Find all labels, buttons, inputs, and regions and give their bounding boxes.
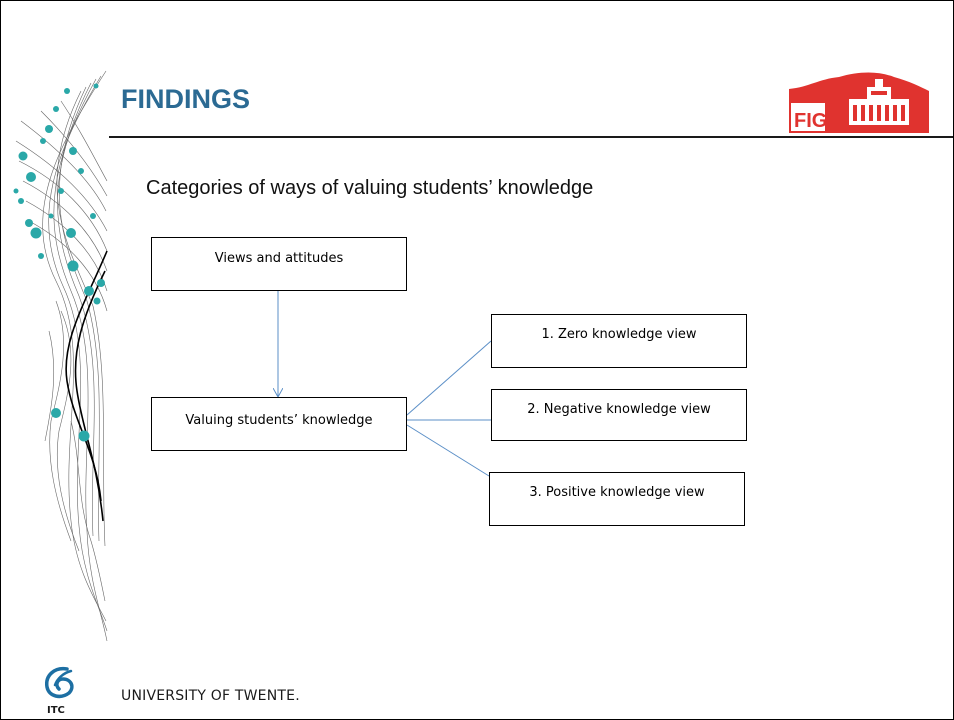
- box-valuing-knowledge-label: Valuing students’ knowledge: [185, 413, 373, 428]
- slide-title: FINDINGS: [121, 84, 251, 114]
- box-views-attitudes-label: Views and attitudes: [214, 251, 344, 266]
- box-positive-knowledge-label: 3. Positive knowledge view: [529, 485, 705, 500]
- university-name: UNIVERSITY OF TWENTE.: [121, 688, 300, 704]
- itc-logo: ITC: [45, 666, 74, 715]
- box-positive-knowledge: 3. Positive knowledge view: [489, 472, 745, 526]
- connector-to-positive: [406, 424, 490, 477]
- box-views-attitudes: Views and attitudes: [151, 237, 407, 291]
- box-negative-knowledge-label: 2. Negative knowledge view: [527, 402, 711, 417]
- fig-logo-text: FIG: [794, 110, 827, 132]
- box-negative-knowledge: 2. Negative knowledge view: [491, 389, 747, 441]
- fig-logo: FIG: [789, 72, 929, 133]
- teal-dots: [13, 83, 105, 442]
- itc-logo-text: ITC: [47, 705, 65, 715]
- box-zero-knowledge-label: 1. Zero knowledge view: [541, 327, 697, 342]
- slide-subtitle: Categories of ways of valuing students’ …: [146, 177, 594, 199]
- box-zero-knowledge: 1. Zero knowledge view: [491, 314, 747, 368]
- connector-to-zero: [406, 340, 492, 416]
- title-divider: [109, 136, 953, 138]
- box-valuing-knowledge: Valuing students’ knowledge: [151, 397, 407, 451]
